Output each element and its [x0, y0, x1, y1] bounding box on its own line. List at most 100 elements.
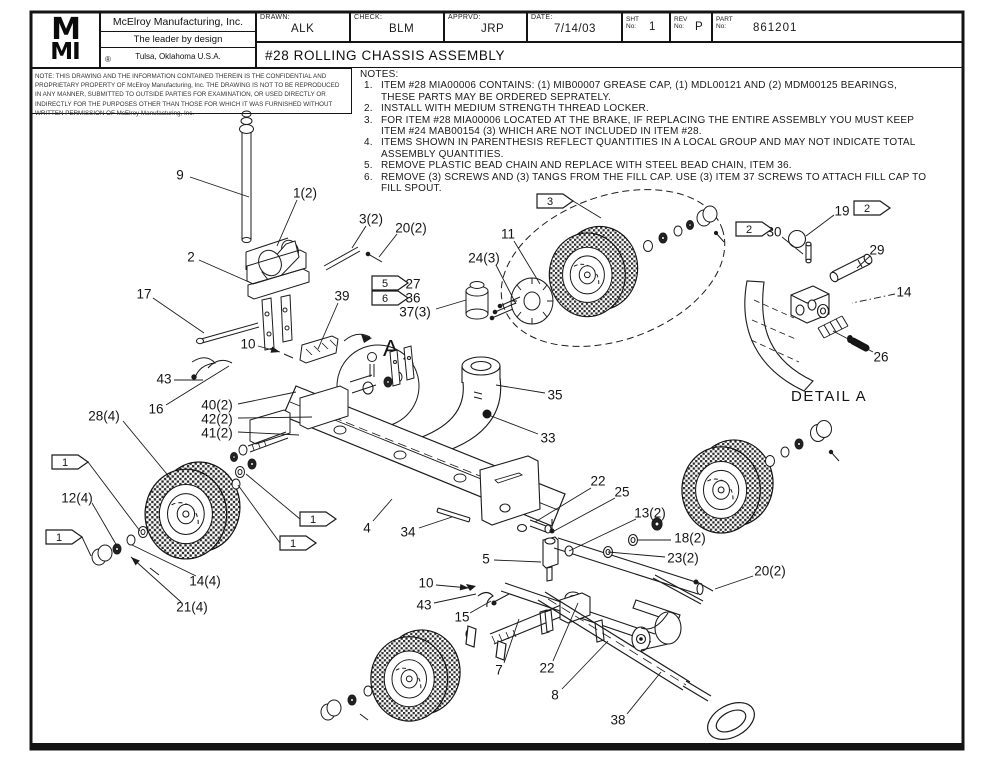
drawing-title: #28 ROLLING CHASSIS ASSEMBLY	[256, 42, 963, 68]
company-name: McElroy Manufacturing, Inc.	[101, 13, 255, 32]
callout-5-34: 5	[482, 552, 490, 567]
detail-a-title: DETAIL A	[791, 388, 867, 405]
flag-leader-1	[237, 484, 281, 544]
callout-20(2)-4: 20(2)	[395, 221, 427, 236]
note-flag-5-3	[371, 275, 410, 291]
leader-line-4	[372, 498, 393, 522]
note-flag-label-5: 5	[382, 278, 388, 290]
leader-line-42(2)	[237, 416, 313, 419]
leader-line-25	[553, 497, 616, 532]
leader-line-12(4)	[91, 502, 118, 547]
callout-22-29: 22	[590, 474, 605, 489]
callout-13(2)-31: 13(2)	[634, 506, 666, 521]
callout-20(2)-44: 20(2)	[754, 564, 786, 579]
note-flag-label-2: 2	[746, 224, 752, 236]
note-item: 1.ITEM #28 MIA00006 CONTAINS: (1) MIB000…	[364, 80, 897, 103]
callout-39-9: 39	[334, 289, 349, 304]
wheel-group-right	[681, 420, 840, 534]
callout-2-2: 2	[187, 250, 195, 265]
callout-35-22: 35	[547, 388, 562, 403]
leader-line-33	[490, 415, 539, 435]
callout-33-23: 33	[540, 431, 555, 446]
callout-43-38: 43	[416, 598, 431, 613]
callout-12(4)-14: 12(4)	[61, 491, 93, 506]
wheel-group-bottom	[320, 629, 461, 722]
leader-line-28(4)	[122, 420, 172, 480]
leader-line-22	[552, 602, 579, 662]
leader-line-37(3)	[435, 299, 467, 310]
note-item: 6.REMOVE (3) SCREWS AND (3) TANGS FROM T…	[364, 171, 927, 195]
caster-roller	[631, 611, 682, 652]
leader-line-29	[856, 255, 871, 269]
note-item: 3.FOR ITEM #28 MIA00006 LOCATED AT THE B…	[364, 114, 915, 138]
leader-line-23(2)	[607, 551, 666, 558]
leader-line-11	[513, 240, 541, 285]
leader-line-19	[805, 214, 835, 237]
note-flag-label-1: 1	[310, 514, 316, 526]
callout-29-26: 29	[869, 243, 884, 258]
callout-16-7: 16	[148, 402, 163, 417]
leader-line-21(4)	[130, 556, 182, 603]
callout-19-24: 19	[834, 204, 849, 219]
callout-36-20: 36	[405, 291, 420, 306]
check-value: BLM	[389, 23, 415, 35]
callout-21(4)-16: 21(4)	[176, 600, 208, 615]
wheel-group-top	[500, 189, 726, 347]
field-drawn: DRAWN: ALK	[256, 12, 350, 42]
note-flag-label-3: 3	[547, 196, 553, 208]
callout-26-28: 26	[873, 350, 888, 365]
note-item: 4.ITEMS SHOWN IN PARENTHESIS REFLECT QUA…	[364, 137, 916, 160]
mmi-logo: M MI	[30, 12, 100, 68]
callout-43-6: 43	[156, 372, 171, 387]
leader-line-16	[165, 365, 230, 406]
callout-11-17: 11	[501, 227, 515, 242]
note-item: 5.REMOVE PLASTIC BEAD CHAIN AND REPLACE …	[364, 160, 792, 172]
callout-37(3)-21: 37(3)	[399, 305, 431, 320]
note-flag-2-1	[853, 200, 892, 216]
proprietary-note: NOTE: THIS DRAWING AND THE INFORMATION C…	[30, 68, 352, 117]
leader-line-20(2)	[378, 233, 398, 258]
note-item: 2.INSTALL WITH MEDIUM STRENGTH THREAD LO…	[364, 103, 649, 115]
leader-line-5	[493, 559, 542, 563]
callout-3(2)-3: 3(2)	[359, 212, 383, 227]
note-flag-3-0	[536, 193, 575, 209]
frame-tube-drawbar	[465, 591, 755, 740]
leader-line-38	[626, 671, 662, 715]
note-flag-label-1: 1	[62, 457, 68, 469]
leader-line-41(2)	[237, 431, 300, 436]
note-flag-1-5	[51, 454, 90, 470]
callout-1(2)-1: 1(2)	[293, 186, 317, 201]
note-flag-1-8	[279, 535, 318, 551]
note-flag-1-6	[45, 529, 84, 545]
callout-10-8: 10	[240, 337, 255, 352]
rev-value: P	[695, 21, 704, 33]
callout-7-40: 7	[495, 663, 503, 678]
note-flag-2-2	[735, 221, 774, 237]
front-suspension	[230, 335, 415, 462]
flag-leader-1	[245, 473, 301, 520]
flag-leader-3	[572, 200, 602, 219]
leader-line-14	[851, 293, 896, 304]
rear-hitch-plate	[436, 455, 559, 582]
callout-9-0: 9	[176, 168, 184, 183]
roller-bracket	[245, 237, 310, 351]
callout-annotations: 91(2)23(2)20(2)174316103940(2)42(2)41(2)…	[45, 168, 912, 728]
handle-assembly	[239, 110, 254, 243]
logo-line-1: M	[51, 12, 81, 47]
company-location: ® Tulsa, Oklahoma U.S.A.	[101, 48, 255, 66]
leader-line-7	[503, 618, 520, 664]
notes-block: NOTES: 1.ITEM #28 MIA00006 CONTAINS: (1)…	[360, 69, 960, 194]
leader-line-15	[469, 600, 492, 614]
leader-line-1(2)	[276, 199, 298, 247]
leader-line-43	[433, 593, 477, 604]
callout-28(4)-13: 28(4)	[88, 409, 120, 424]
note-flag-6-4	[371, 290, 410, 306]
fill-spout	[413, 356, 502, 457]
note-flag-label-6: 6	[382, 293, 388, 305]
leader-line-26	[832, 330, 874, 353]
callout-10-37: 10	[418, 576, 433, 591]
callout-17-5: 17	[136, 287, 151, 302]
